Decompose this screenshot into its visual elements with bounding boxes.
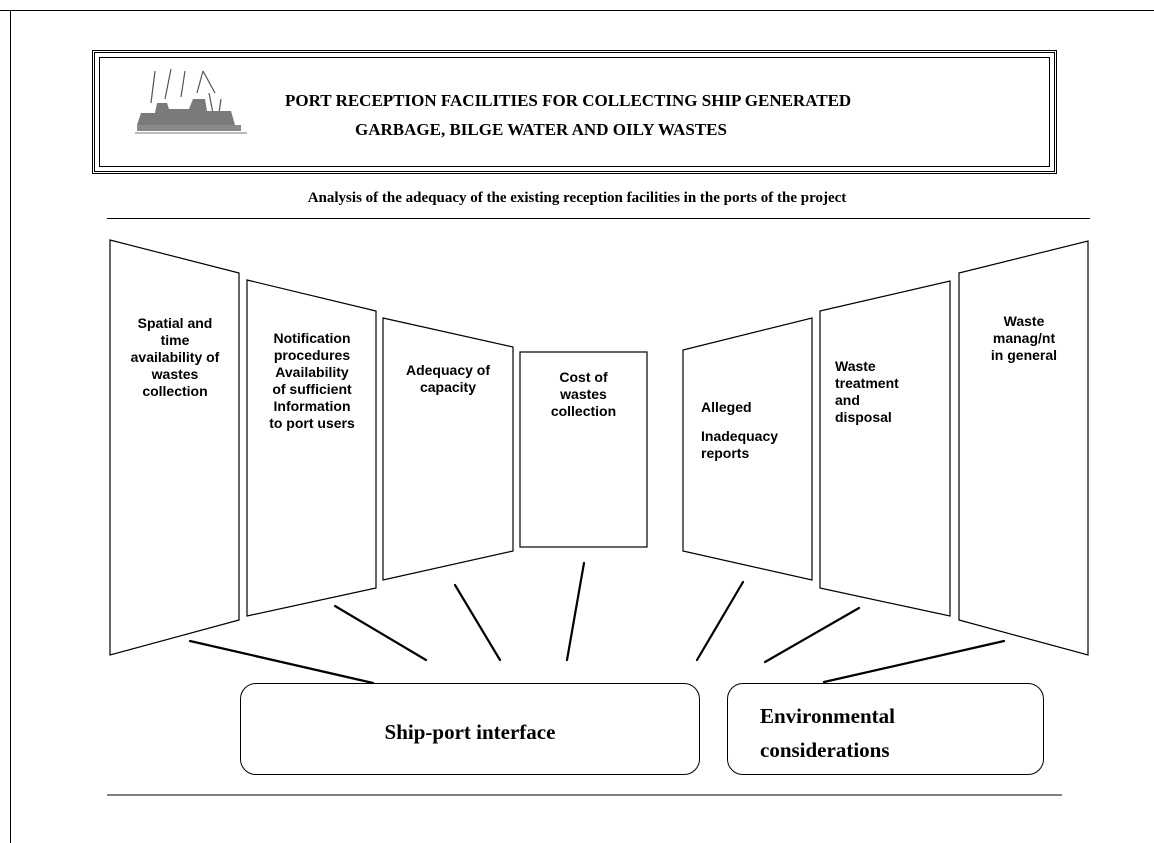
title-box: PORT RECEPTION FACILITIES FOR COLLECTING… (92, 50, 1057, 174)
subtitle: Analysis of the adequacy of the existing… (307, 190, 847, 206)
panel-label-inadequacy-reports: Inadequacy reports (701, 428, 779, 461)
connector-7 (822, 639, 1006, 684)
panel-label-cost-collection: Cost of wastes collection (550, 369, 617, 419)
ship-port-interface-box (240, 683, 700, 775)
panel-6-shape (819, 280, 951, 617)
connector-6 (763, 606, 861, 664)
frame-top-border (0, 10, 1154, 11)
environmental-considerations-line-1: Environmental (760, 704, 895, 728)
panel-4-shape (519, 351, 648, 548)
connector-2 (333, 604, 428, 662)
panel-label-waste-treatment: Waste treatment and disposal (835, 358, 899, 425)
environmental-considerations-line-2: considerations (760, 738, 890, 762)
title-line-2: GARBAGE, BILGE WATER AND OILY WASTES (355, 120, 727, 139)
frame-left-border (10, 10, 11, 843)
panel-5-shape (682, 317, 813, 581)
page-title: PORT RECEPTION FACILITIES FOR COLLECTING… (285, 86, 1025, 144)
panel-label-notification-procedures: Notification procedures Availability of … (269, 330, 355, 431)
subtitle-rule (107, 218, 1090, 219)
title-box-inner-border (99, 57, 1050, 167)
ship-port-interface-label: Ship-port interface (384, 720, 556, 744)
environmental-considerations-box (727, 683, 1044, 775)
connector-5 (695, 580, 745, 662)
panel-label-alleged: Alleged (701, 399, 752, 415)
panel-label-waste-management: Waste manag/nt in general (990, 313, 1058, 363)
connector-1 (188, 639, 375, 685)
panel-3-shape (382, 317, 514, 581)
panel-1-shape (109, 239, 240, 656)
connector-4 (565, 561, 586, 662)
panel-2-shape (246, 279, 377, 617)
panel-label-spatial-availability: Spatial and time availability of wastes … (130, 315, 220, 399)
panel-7-shape (958, 240, 1089, 656)
connector-3 (453, 583, 502, 662)
panel-label-adequacy-capacity: Adequacy of capacity (405, 362, 490, 395)
ship-crane-logo-icon (131, 63, 251, 148)
title-line-1: PORT RECEPTION FACILITIES FOR COLLECTING… (285, 91, 852, 110)
